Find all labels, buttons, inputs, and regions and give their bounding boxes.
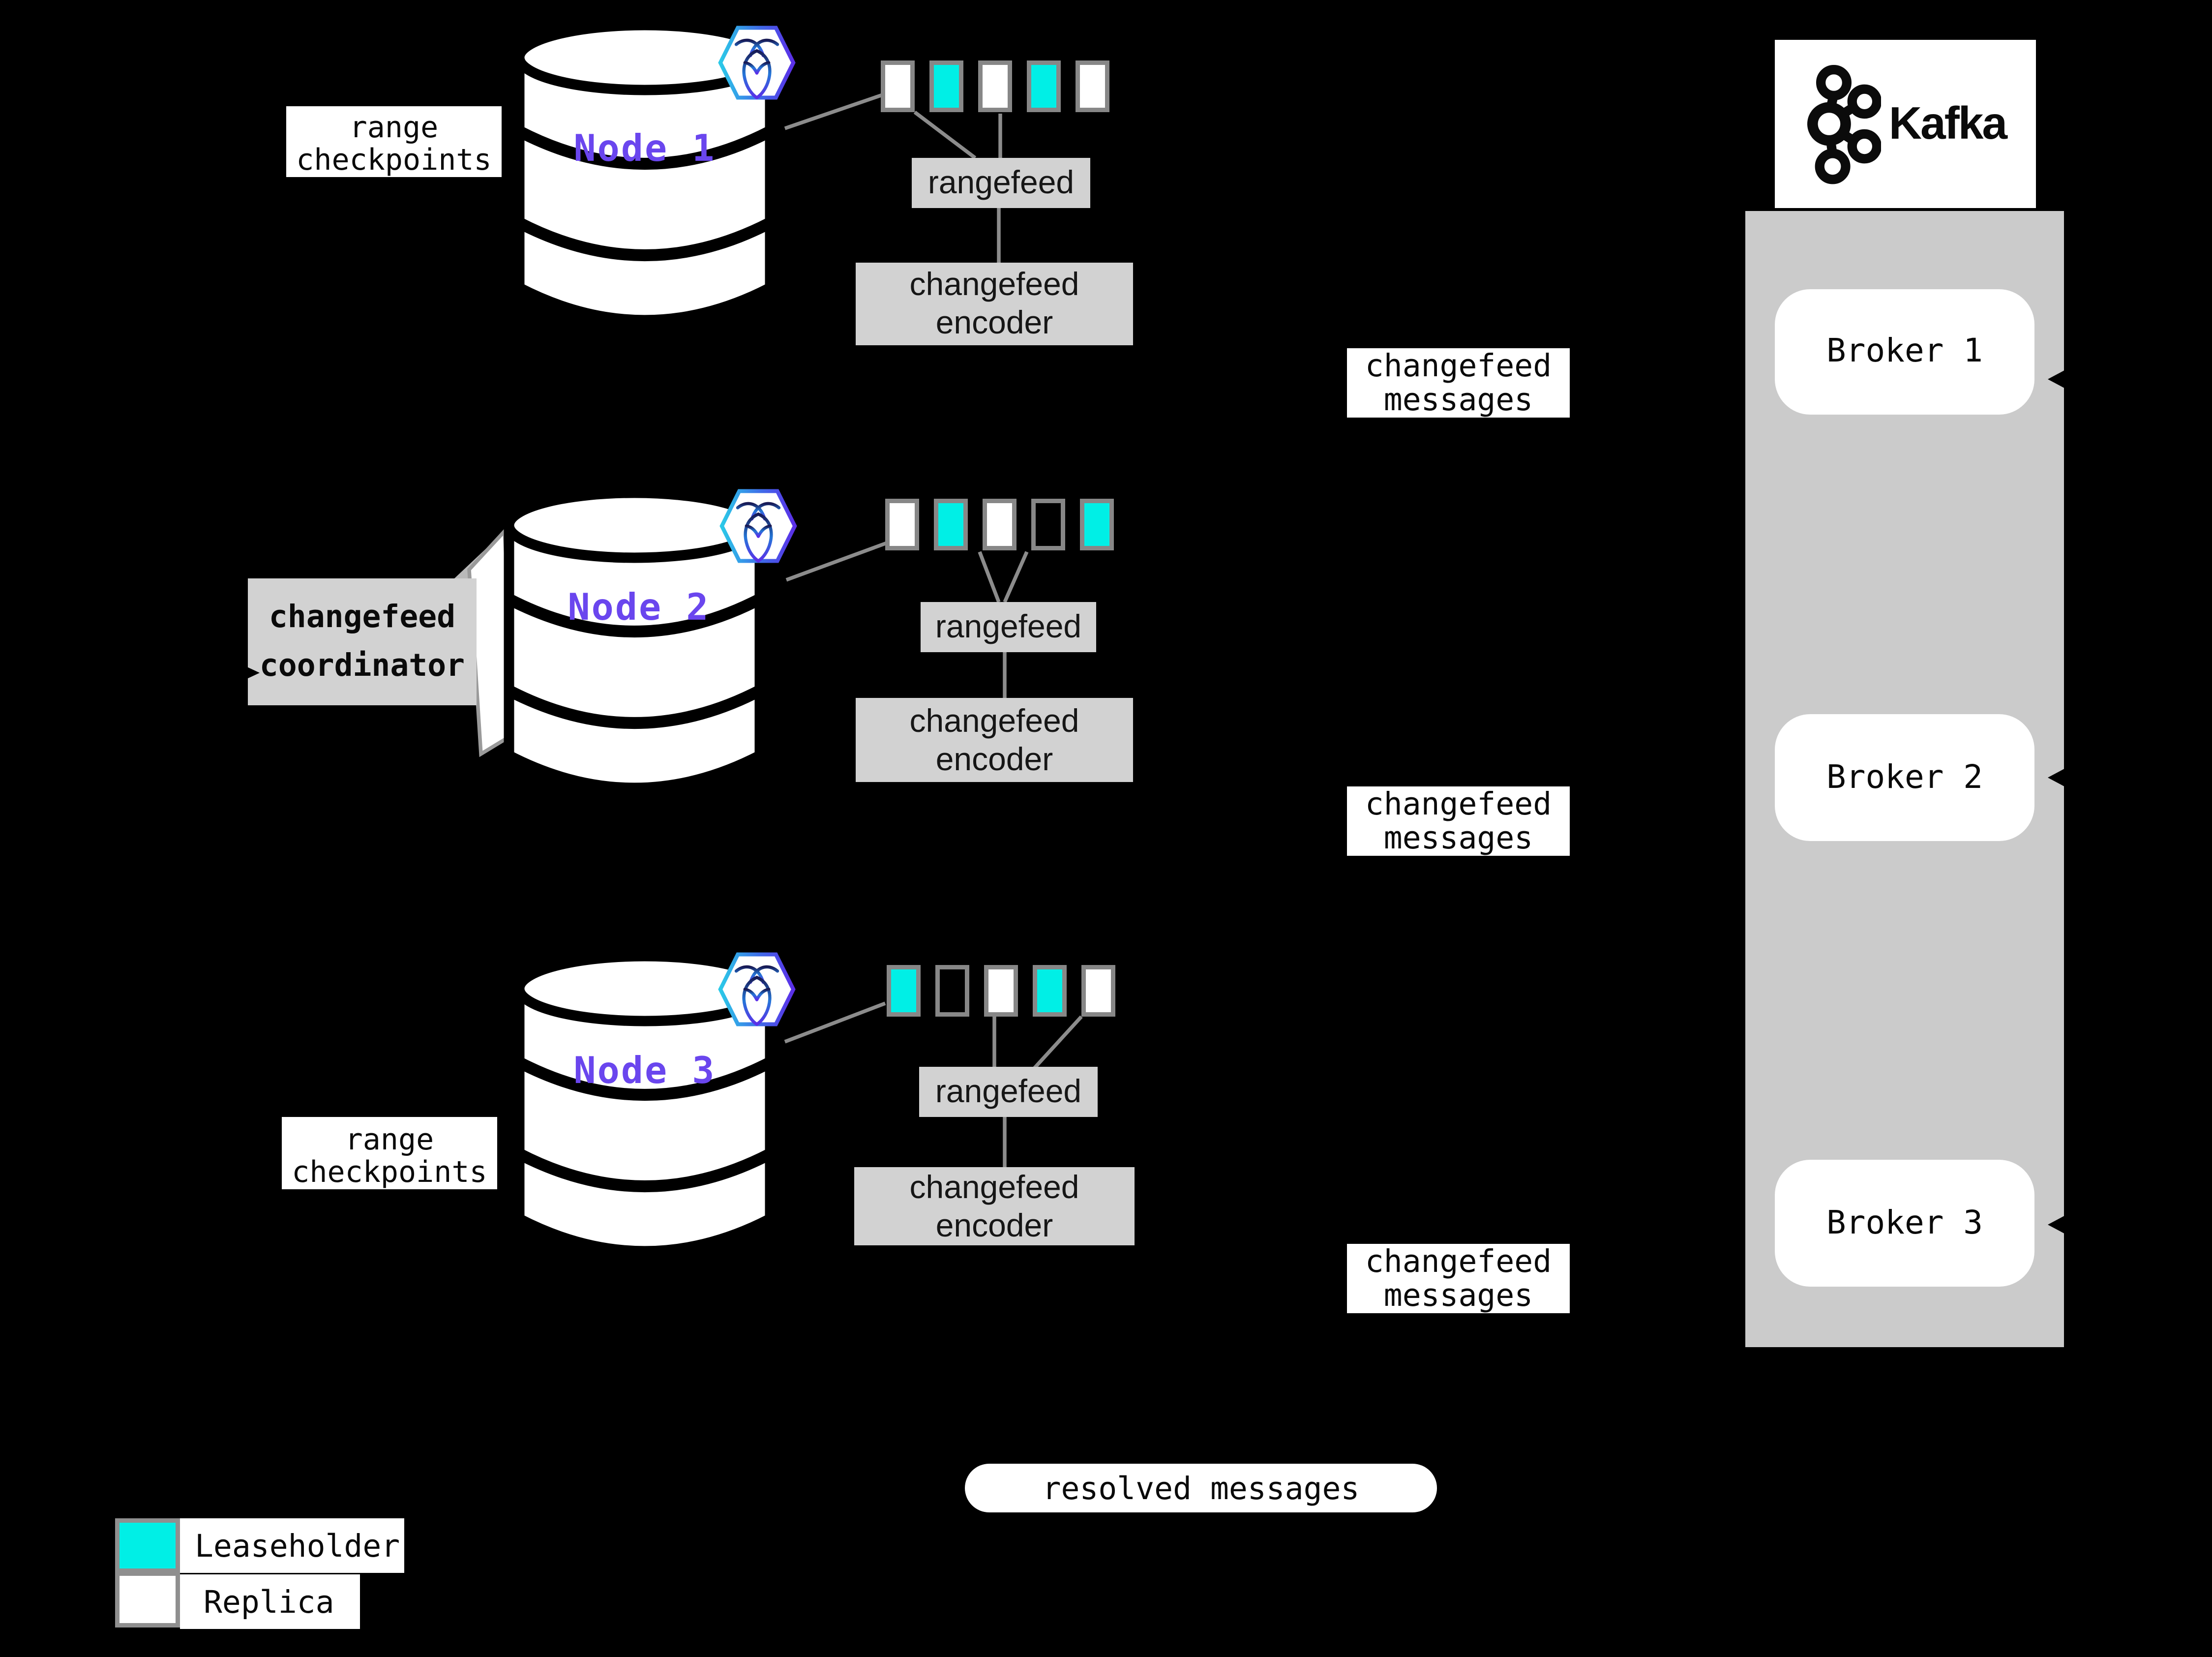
connector-line: [784, 1001, 886, 1044]
legend-replica-label: Replica: [180, 1574, 360, 1629]
node-3-range-row: [887, 965, 1115, 1017]
range-leaseholder: [934, 499, 968, 550]
range-replica: [983, 499, 1016, 550]
changefeed-encoder-box: changefeed encoder: [854, 1167, 1135, 1245]
encoder-line1: changefeed: [909, 1168, 1079, 1205]
connector-line: [1033, 1015, 1083, 1070]
node-2-range-row: [885, 499, 1114, 550]
range-leaseholder: [1027, 60, 1061, 112]
changefeed-messages-label: changefeed messages: [1347, 786, 1570, 856]
messages-line1: changefeed: [1365, 1243, 1552, 1279]
legend-leaseholder-swatch: [115, 1518, 180, 1573]
range-checkpoints-label: range checkpoints: [282, 1117, 497, 1189]
changefeed-messages-label: changefeed messages: [1347, 1244, 1570, 1313]
range-checkpoints-label: range checkpoints: [286, 106, 502, 177]
cockroachdb-logo-icon: [718, 26, 796, 100]
range-replica: [1081, 965, 1115, 1017]
range-checkpoints-line1: range: [349, 109, 439, 145]
encoder-line2: encoder: [935, 304, 1053, 341]
changefeed-encoder-box: changefeed encoder: [856, 698, 1133, 782]
broker-2: Broker 2: [1775, 714, 2034, 841]
connector-line: [785, 541, 888, 582]
messages-line1: changefeed: [1365, 347, 1552, 383]
rangefeed-box: rangefeed: [919, 1067, 1098, 1117]
broker-3: Broker 3: [1775, 1160, 2034, 1287]
range-outline: [1031, 499, 1065, 550]
cockroachdb-logo-icon: [718, 952, 796, 1026]
connector-lines-node-1: [784, 92, 1002, 263]
node-2-label: Node 2: [568, 586, 710, 629]
node-1-range-row: [881, 60, 1109, 112]
changefeed-messages-label: changefeed messages: [1347, 348, 1570, 418]
broker-1: Broker 1: [1775, 289, 2034, 415]
encoder-line1: changefeed: [909, 701, 1079, 739]
changefeed-encoder-box: changefeed encoder: [856, 263, 1133, 345]
encoder-line2: encoder: [935, 1206, 1053, 1243]
resolved-messages-pill: resolved messages: [965, 1464, 1437, 1512]
node-1-label: Node 1: [573, 127, 716, 170]
legend-leaseholder-label: Leaseholder: [180, 1518, 404, 1573]
connector-line: [978, 551, 1001, 603]
messages-line2: messages: [1383, 1277, 1533, 1313]
range-leaseholder: [929, 60, 963, 112]
connector-lines-node-3: [784, 1001, 1083, 1167]
messages-line2: messages: [1383, 819, 1533, 855]
coordinator-line1: changefeed: [269, 599, 456, 634]
kafka-logo: Kafka: [1775, 40, 2036, 208]
node-1-database-cylinder-icon: [514, 20, 776, 326]
range-outline: [935, 965, 969, 1017]
connector-line: [784, 92, 885, 130]
range-leaseholder: [1080, 499, 1114, 550]
legend-replica-swatch: [115, 1571, 180, 1627]
range-replica: [984, 965, 1018, 1017]
connector-line: [913, 111, 977, 159]
connector-lines-node-2: [785, 541, 1029, 698]
range-replica: [881, 60, 915, 112]
rangefeed-box: rangefeed: [921, 602, 1096, 652]
kafka-wordmark: Kafka: [1888, 97, 2007, 149]
rangefeed-box: rangefeed: [912, 158, 1090, 208]
messages-line2: messages: [1383, 381, 1533, 417]
changefeed-coordinator-box: changefeed coordinator: [248, 578, 477, 705]
range-checkpoints-line2: checkpoints: [292, 1153, 487, 1189]
encoder-line1: changefeed: [909, 266, 1079, 302]
encoder-line2: encoder: [935, 740, 1053, 777]
range-replica: [978, 60, 1012, 112]
range-leaseholder: [1033, 965, 1067, 1017]
coordinator-line2: coordinator: [259, 648, 465, 683]
range-leaseholder: [887, 965, 921, 1017]
connector-line: [1003, 551, 1029, 603]
node-2-database-cylinder-icon: [504, 487, 765, 793]
range-replica: [1076, 60, 1109, 112]
kafka-logo-icon: [1807, 65, 1882, 184]
cockroachdb-logo-icon: [719, 489, 797, 563]
node-3-label: Node 3: [573, 1049, 716, 1092]
range-checkpoints-line1: range: [345, 1120, 434, 1156]
messages-line1: changefeed: [1365, 785, 1552, 821]
range-replica: [885, 499, 919, 550]
range-checkpoints-line2: checkpoints: [296, 142, 492, 177]
